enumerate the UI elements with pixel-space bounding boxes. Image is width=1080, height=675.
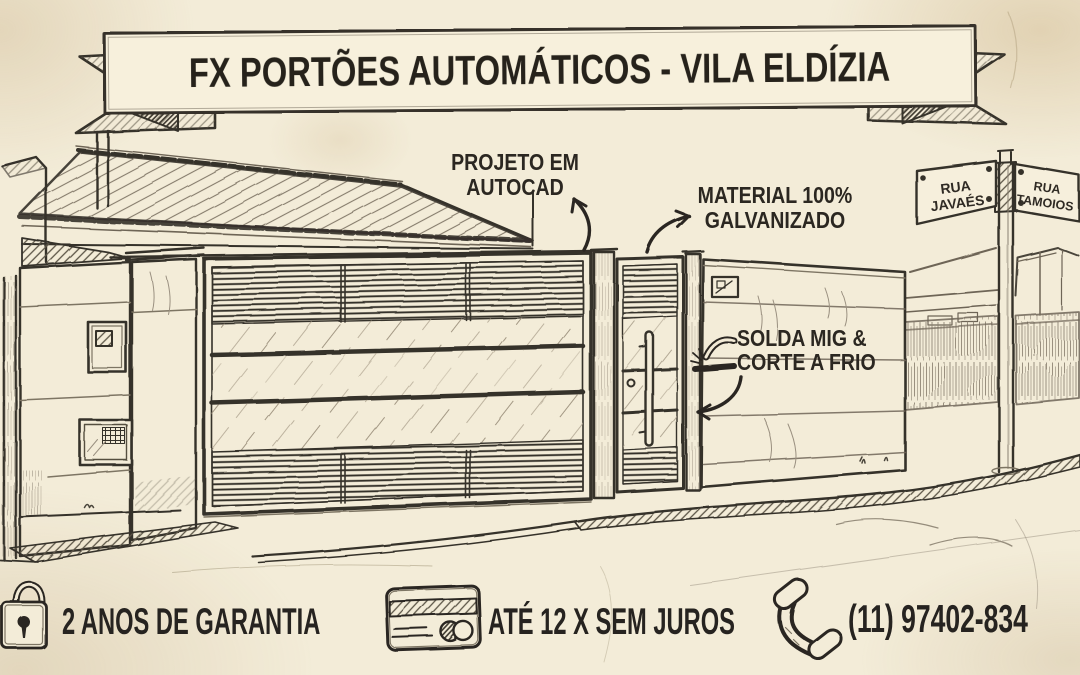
- gate-left-pillar: [124, 246, 206, 542]
- street-sign-right-plate: [1013, 162, 1080, 223]
- gate-pillar: [589, 247, 619, 500]
- fence: [904, 311, 1080, 411]
- roof: [17, 129, 535, 250]
- meter-box: [710, 275, 740, 299]
- warranty-label: 2 ANOS DE GARANTIA: [62, 601, 321, 642]
- banner-title: FX PORTÕES AUTOMÁTICOS - VILA ELDÍZIA: [189, 42, 891, 96]
- annotation-arrows: [570, 197, 743, 421]
- main-gate: [108, 249, 594, 518]
- phone-label: (11) 97402-834: [848, 598, 1028, 641]
- mailbox-box: [78, 418, 134, 467]
- street-sign-pole: [991, 149, 1021, 476]
- callout-autocad-line1: PROJETO EM: [451, 149, 579, 175]
- paper-texture: [171, 11, 1017, 663]
- callout-galvanized-line2: GALVANIZADO: [704, 207, 846, 233]
- callout-welding-line1: SOLDA MIG &: [737, 325, 867, 351]
- intercom-box: [86, 320, 128, 374]
- street-sign-right-label: RUA TAMOIOS: [1011, 168, 1080, 224]
- arrow-autocad: [570, 197, 592, 252]
- banner-ribbon: FX PORTÕES AUTOMÁTICOS - VILA ELDÍZIA: [102, 24, 978, 115]
- street-sign-left-plate: [915, 159, 998, 226]
- arrow-galvanized: [645, 209, 691, 254]
- street-sign-right-line2: TAMOIOS: [1015, 192, 1075, 214]
- padlock-icon: [0, 580, 48, 650]
- installments-label: ATÉ 12 X SEM JUROS: [488, 601, 735, 642]
- sidewalk-curb: [0, 453, 1080, 609]
- callout-welding-line2: CORTE A FRIO: [737, 348, 876, 375]
- callout-welding: SOLDA MIG & CORTE A FRIO: [737, 325, 907, 375]
- callout-galvanized-line1: MATERIAL 100%: [697, 182, 853, 208]
- left-wall: [0, 155, 206, 562]
- pedestrian-gate: [615, 249, 705, 494]
- street-sign-left-line2: JAVAÉS: [929, 191, 986, 215]
- arrow-welding: [696, 375, 743, 421]
- callout-galvanized: MATERIAL 100% GALVANIZADO: [680, 183, 870, 233]
- callout-autocad: PROJETO EM AUTOCAD: [425, 150, 605, 200]
- welding-torch-icon: [690, 336, 738, 372]
- phone-icon: [773, 577, 843, 661]
- street-sign-left-label: RUA JAVAÉS: [915, 165, 998, 224]
- callout-autocad-line2: AUTOCAD: [466, 174, 564, 200]
- credit-card-icon: [384, 584, 483, 652]
